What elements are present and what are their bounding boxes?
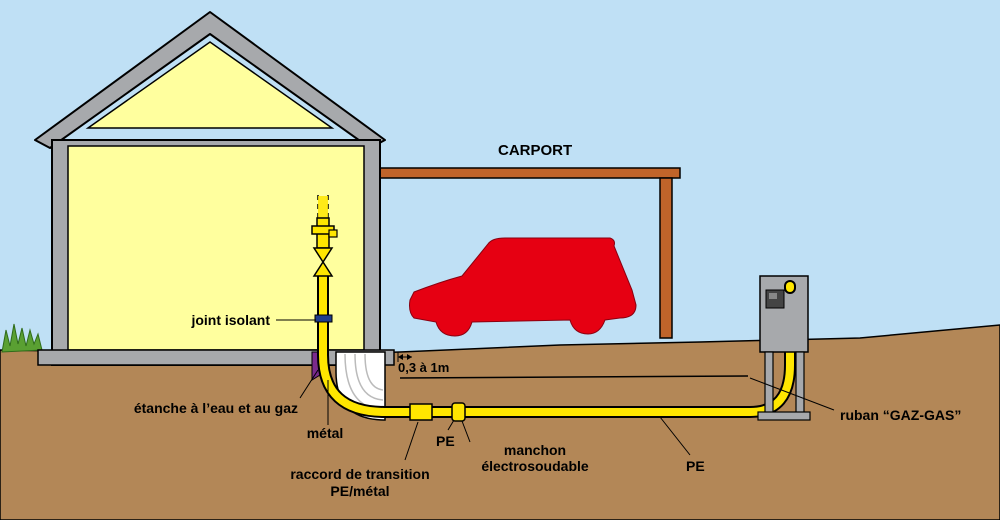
leader-pe-pipe (659, 416, 691, 456)
manchon-electrosoudable (451, 402, 466, 422)
carport-roof (374, 167, 681, 179)
label-etanche: étanche à l’eau et au gaz (134, 400, 298, 416)
leader-ruban (749, 377, 835, 411)
riser (311, 195, 338, 277)
label-raccord-line2: PE/métal (330, 483, 389, 499)
leader-raccord (404, 421, 419, 461)
ruban-gaz-gas (399, 375, 749, 379)
house-foundation (37, 349, 395, 366)
leader-pe-small (447, 419, 455, 431)
label-distance: 0,3 à 1m (398, 360, 449, 375)
carport (374, 167, 681, 339)
valve-icon (312, 247, 334, 277)
house-gable (85, 41, 335, 129)
label-metal: métal (307, 425, 344, 441)
label-joint-isolant: joint isolant (190, 312, 270, 328)
leader-etanche (299, 369, 319, 399)
meter-post-left (764, 351, 774, 415)
label-manchon-line2: électrosoudable (481, 458, 589, 474)
carport-post (659, 177, 673, 339)
joint-isolant (314, 314, 333, 323)
label-manchon-line1: manchon (504, 442, 566, 458)
grass (1, 323, 43, 353)
gas-pipe (319, 275, 794, 416)
meter-cabinet (759, 275, 809, 353)
meter-box (757, 275, 811, 421)
leader-manchon (461, 420, 471, 443)
label-pe-pipe: PE (686, 458, 705, 474)
distance-indicator (397, 352, 412, 362)
label-pe-small: PE (436, 433, 455, 449)
label-raccord-line1: raccord de transition (290, 466, 429, 482)
label-carport: CARPORT (498, 142, 572, 159)
label-ruban: ruban “GAZ-GAS” (840, 407, 961, 423)
raccord-transition (409, 403, 433, 421)
meter-post-right (795, 351, 805, 415)
car (409, 237, 637, 337)
meter-base (757, 411, 811, 421)
